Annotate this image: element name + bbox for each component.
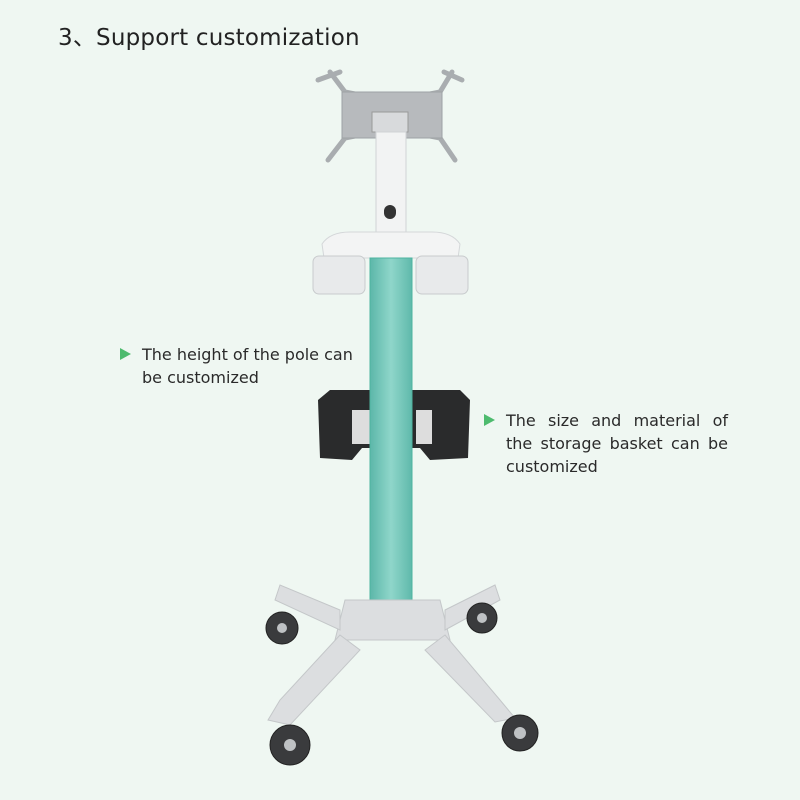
head-tray: [321, 231, 461, 259]
base: [267, 584, 516, 726]
basket-note: The size and material of the storage bas…: [484, 409, 728, 478]
page-title: 3、Support customization: [58, 25, 360, 51]
note-text: The size and material of the storage bas…: [506, 411, 728, 476]
triangle-bullet-icon: [120, 348, 131, 360]
note-text: The height of the pole can be customized: [142, 345, 353, 387]
triangle-bullet-icon: [484, 414, 495, 426]
pole-height-note: The height of the pole can be customized: [120, 343, 362, 389]
pole: [369, 257, 413, 609]
